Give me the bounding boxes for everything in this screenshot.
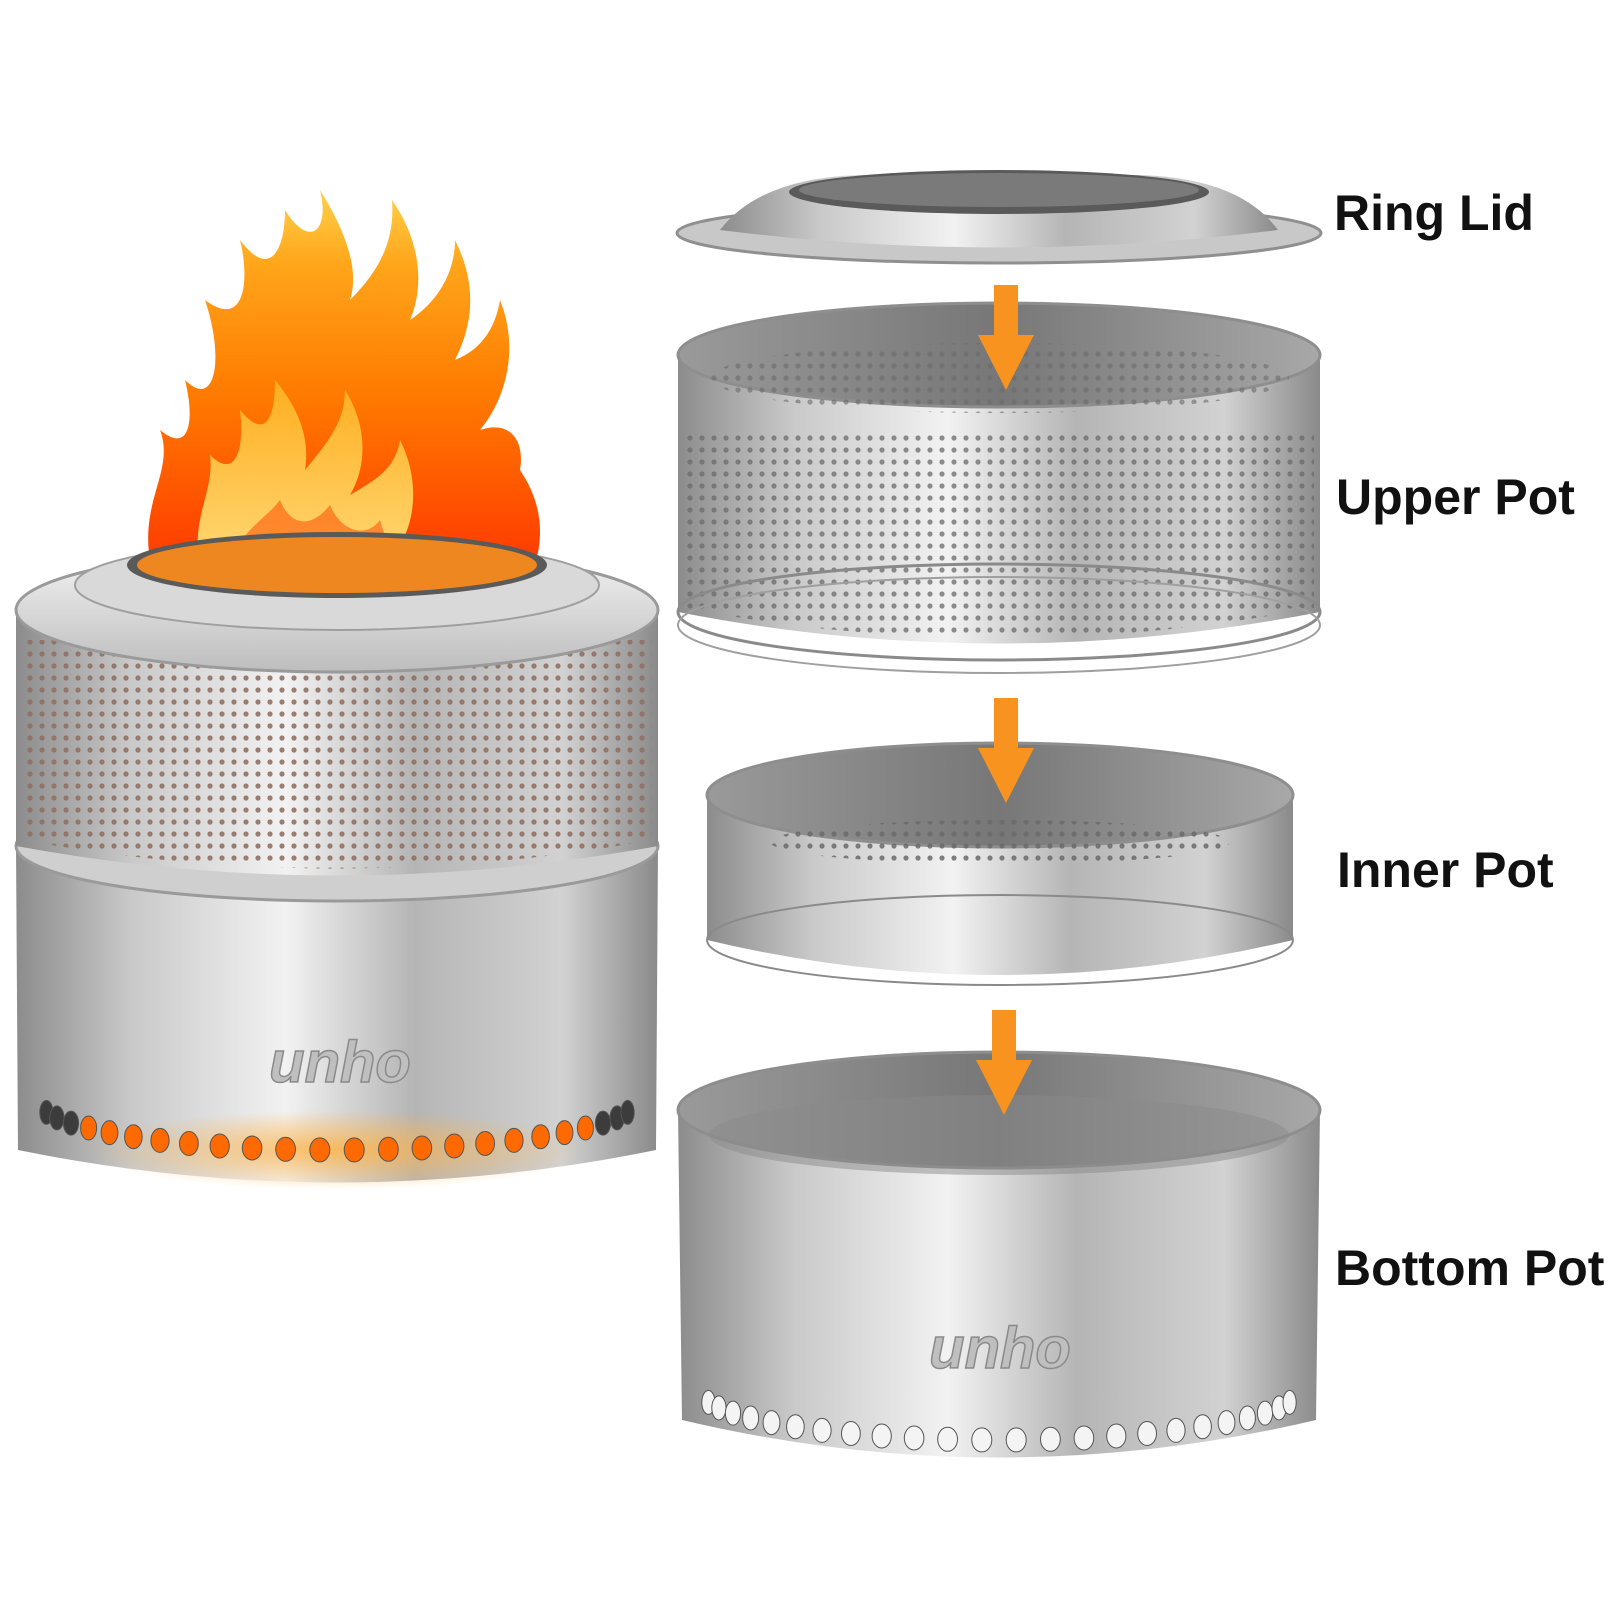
air-hole <box>1137 1421 1157 1446</box>
air-hole <box>841 1421 861 1446</box>
air-hole <box>1217 1410 1236 1436</box>
upper-pot-label: Upper Pot <box>1336 469 1575 525</box>
air-hole <box>903 1425 925 1451</box>
air-hole <box>1166 1417 1186 1443</box>
air-hole <box>49 1105 65 1131</box>
air-hole <box>812 1417 832 1443</box>
flame-icon <box>148 190 540 565</box>
air-holes-glow <box>87 1110 587 1190</box>
assembled-fire-pit: unho <box>14 190 660 1190</box>
bottom-pot-label: Bottom Pot <box>1335 1240 1605 1296</box>
down-arrow-icon <box>978 698 1034 803</box>
down-arrow-icon <box>978 285 1034 390</box>
air-hole <box>1256 1400 1274 1426</box>
air-hole <box>786 1414 805 1440</box>
air-hole <box>241 1135 263 1161</box>
air-hole <box>411 1135 433 1161</box>
air-hole <box>1238 1405 1256 1431</box>
brand-logo: unho <box>929 1316 1071 1381</box>
air-hole <box>1040 1426 1061 1452</box>
ring-lid-label: Ring Lid <box>1334 185 1534 241</box>
air-hole <box>309 1137 331 1163</box>
air-hole <box>378 1136 399 1162</box>
air-hole <box>1005 1427 1027 1453</box>
air-hole <box>275 1136 297 1162</box>
air-hole <box>594 1110 612 1136</box>
air-hole <box>1282 1389 1297 1415</box>
brand-logo: unho <box>269 1030 411 1095</box>
air-hole <box>711 1395 727 1421</box>
air-hole <box>762 1410 781 1436</box>
air-holes <box>701 1389 1297 1453</box>
air-hole <box>62 1110 80 1136</box>
ring-lid-part <box>675 170 1323 265</box>
inner-pot-label: Inner Pot <box>1337 842 1554 898</box>
air-hole <box>971 1427 993 1453</box>
air-hole <box>179 1131 199 1156</box>
air-hole <box>871 1423 892 1449</box>
air-hole <box>742 1405 760 1431</box>
air-hole <box>444 1133 465 1159</box>
air-hole <box>937 1426 958 1452</box>
air-holes <box>39 1099 635 1163</box>
air-hole <box>80 1115 98 1141</box>
air-hole <box>576 1115 594 1141</box>
air-hole <box>1073 1425 1095 1451</box>
air-hole <box>475 1131 496 1156</box>
air-hole <box>1106 1423 1127 1449</box>
air-hole <box>504 1127 524 1153</box>
air-hole <box>724 1400 742 1426</box>
air-hole <box>124 1124 143 1150</box>
air-hole <box>531 1124 550 1150</box>
down-arrow-icon <box>976 1010 1032 1115</box>
bottom-pot-part: unho <box>676 1050 1322 1458</box>
air-hole <box>1193 1414 1212 1440</box>
air-hole <box>100 1120 119 1146</box>
air-hole <box>620 1099 635 1125</box>
inner-pot-part <box>705 741 1295 986</box>
air-hole <box>209 1133 230 1159</box>
air-hole <box>150 1127 170 1153</box>
upper-pot-part <box>676 301 1322 674</box>
air-hole <box>555 1120 574 1146</box>
air-hole <box>343 1137 365 1163</box>
